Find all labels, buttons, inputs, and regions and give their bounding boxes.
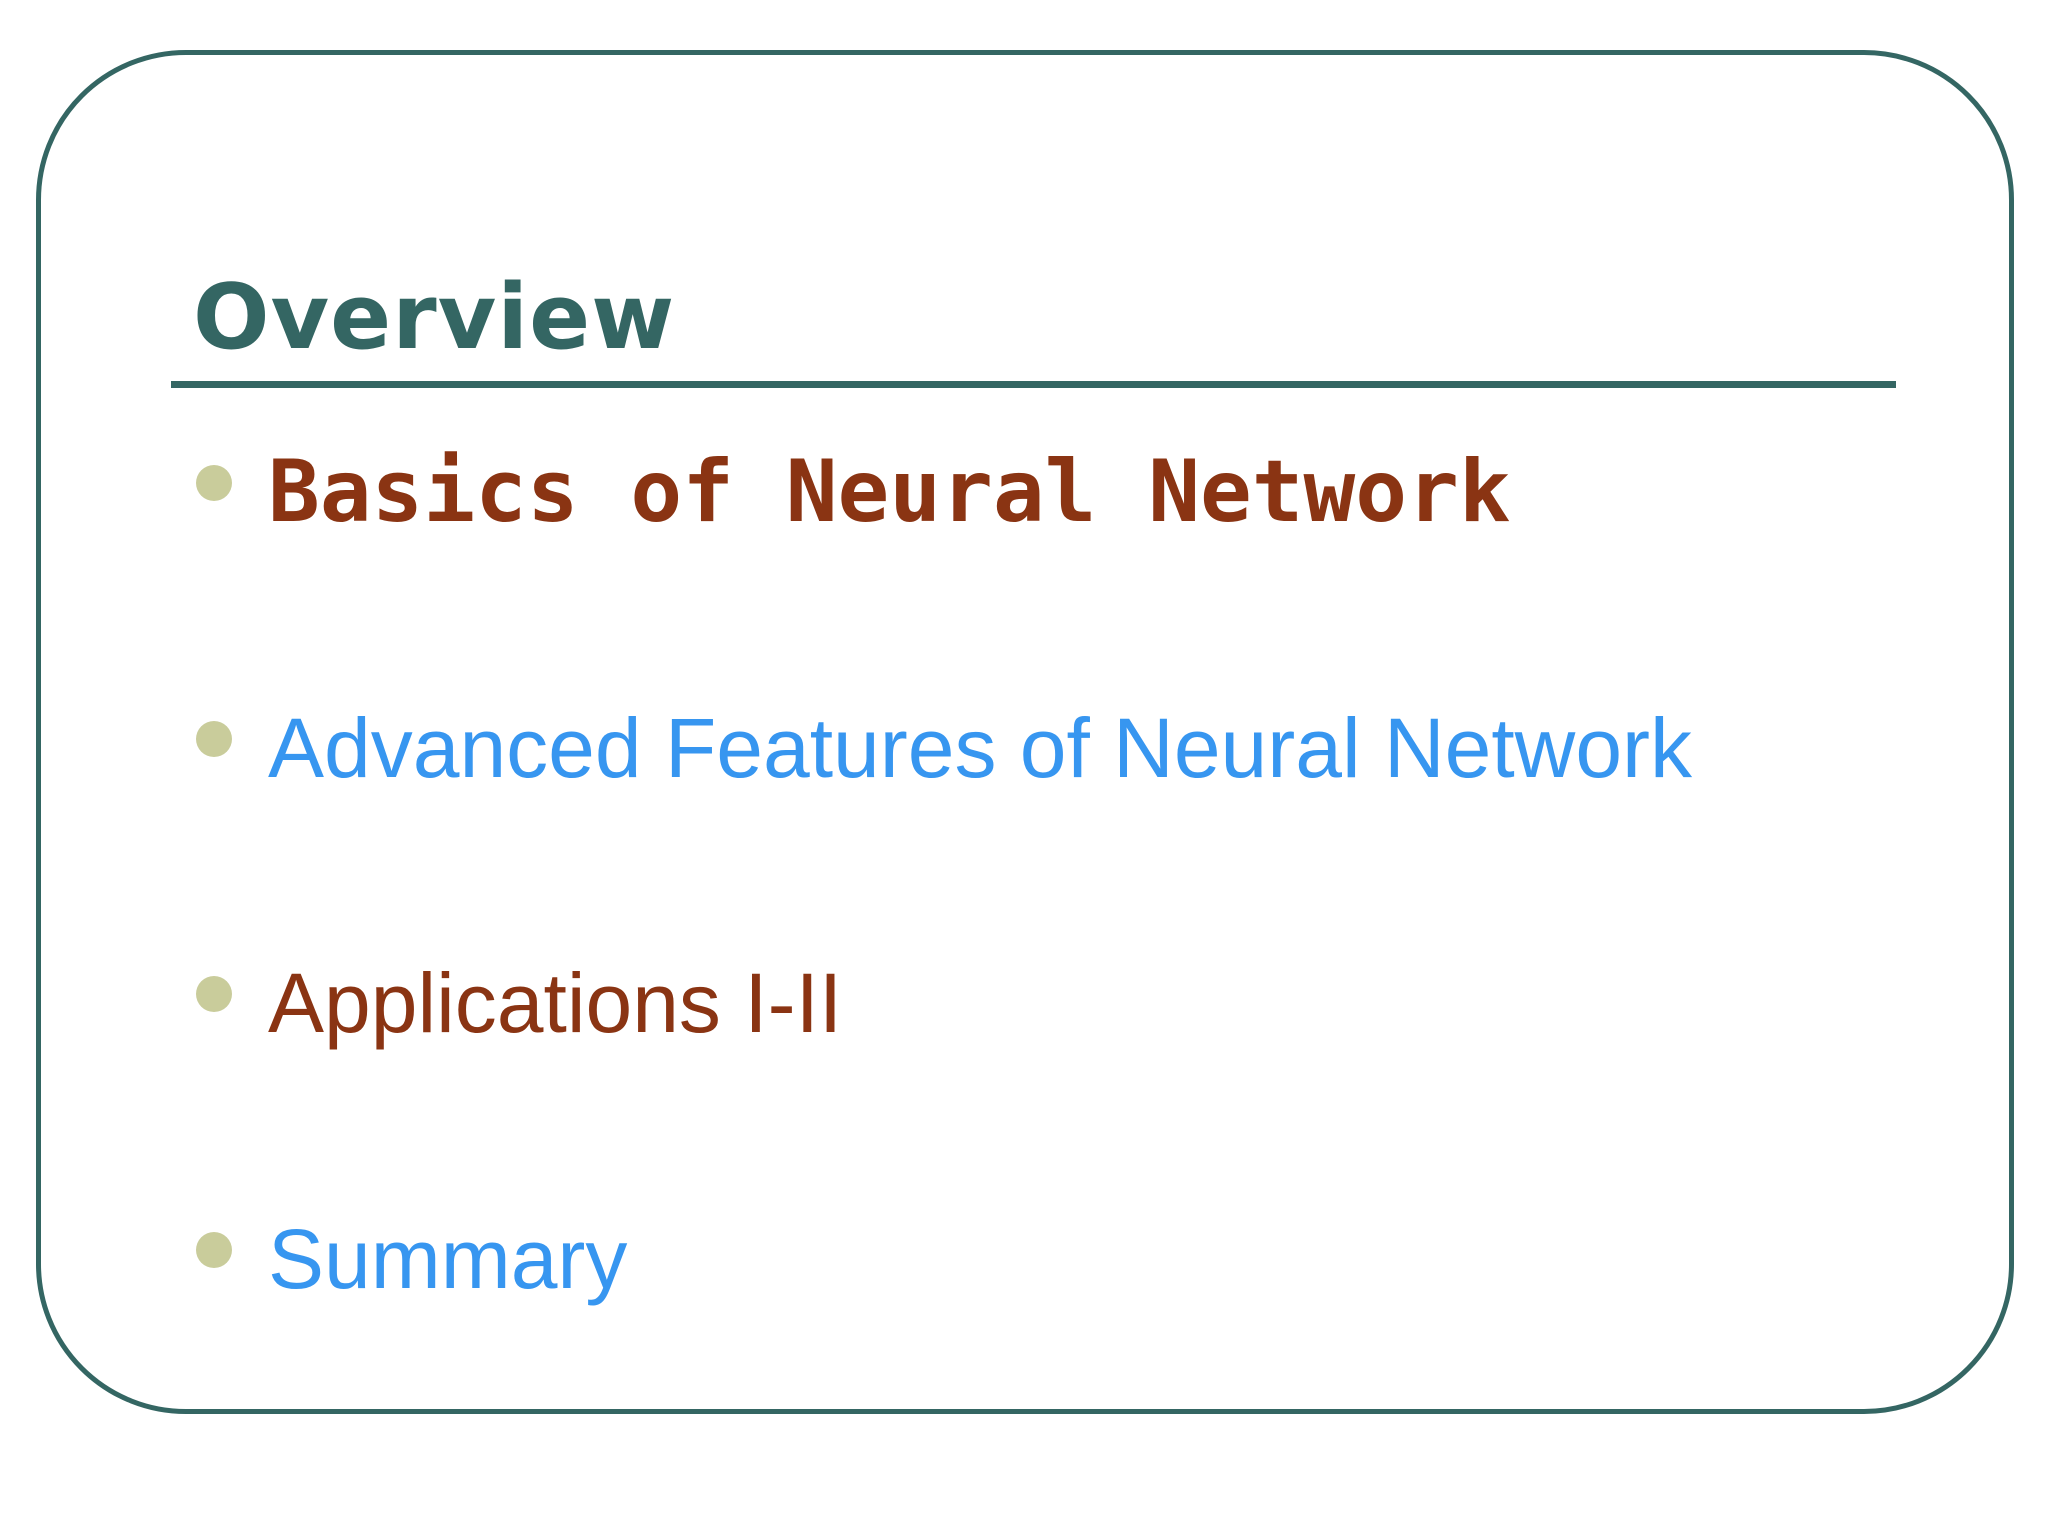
agenda-item-label: Applications I-II: [268, 956, 843, 1050]
bullet-dot-icon: [196, 976, 232, 1012]
agenda-item-applications: Applications I-II: [196, 953, 1996, 1063]
agenda-item-label: Basics of Neural Network: [268, 442, 1511, 542]
agenda-item-basics: Basics of Neural Network: [196, 442, 1996, 552]
agenda-item-link[interactable]: Summary: [268, 1212, 628, 1306]
slide-title: Overview: [193, 265, 676, 370]
agenda-item-advanced-features[interactable]: Advanced Features of Neural Network: [196, 698, 1996, 808]
bullet-dot-icon: [196, 721, 232, 757]
slide-frame: [36, 50, 2014, 1414]
agenda-item-link[interactable]: Advanced Features of Neural Network: [268, 701, 1693, 795]
title-underline: [171, 381, 1896, 388]
bullet-dot-icon: [196, 1232, 232, 1268]
bullet-dot-icon: [196, 465, 232, 501]
agenda-item-summary[interactable]: Summary: [196, 1209, 1996, 1319]
